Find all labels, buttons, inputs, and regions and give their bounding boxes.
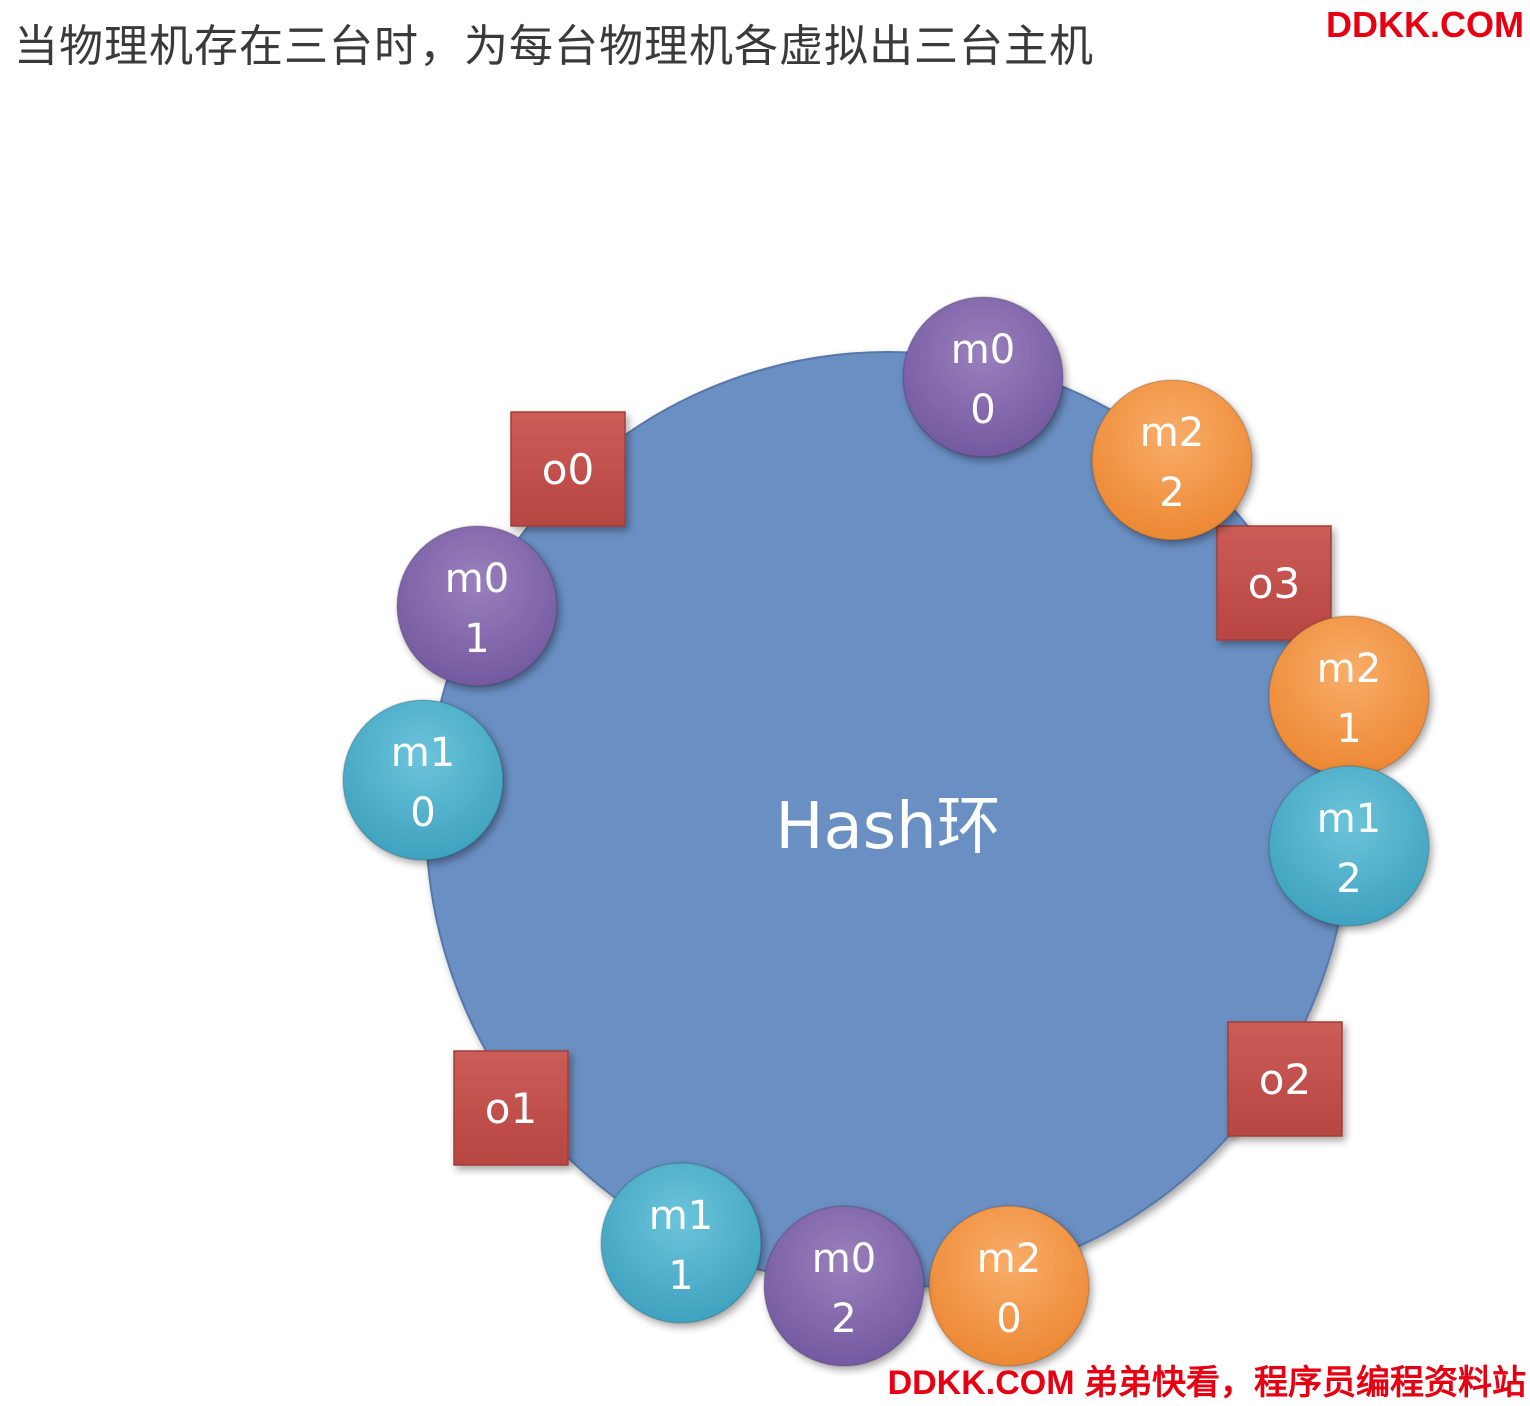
watermark-top: DDKK.COM — [1326, 4, 1524, 45]
virtual-node-machine-label: m2 — [977, 1236, 1041, 1282]
virtual-node-machine-label: m1 — [1317, 796, 1381, 842]
virtual-node-index-label: 0 — [970, 387, 995, 433]
virtual-node-circle — [396, 525, 558, 687]
objects-layer: o0 o3 o2 o1 — [453, 411, 1343, 1166]
hash-ring-label: Hash环 — [775, 790, 1000, 864]
page-title: 当物理机存在三台时，为每台物理机各虚拟出三台主机 — [14, 21, 1094, 72]
virtual-node-circle — [1268, 765, 1430, 927]
virtual-node-m20: m20 — [928, 1205, 1090, 1367]
virtual-node-m11: m11 — [600, 1162, 762, 1324]
virtual-node-circle — [1268, 615, 1430, 777]
object-label: o0 — [542, 445, 594, 494]
virtual-node-m00: m00 — [902, 296, 1064, 458]
virtual-node-circle — [763, 1205, 925, 1367]
object-box — [1227, 1021, 1343, 1137]
object-box — [1216, 525, 1332, 641]
virtual-node-index-label: 1 — [668, 1253, 693, 1299]
object-box — [453, 1050, 569, 1166]
virtual-node-m12: m12 — [1268, 765, 1430, 927]
virtual-node-circle — [1091, 379, 1253, 541]
object-label: o1 — [485, 1084, 537, 1133]
virtual-node-m01: m01 — [396, 525, 558, 687]
object-label: o3 — [1248, 559, 1300, 608]
object-box — [510, 411, 626, 527]
virtual-node-m02: m02 — [763, 1205, 925, 1367]
virtual-node-index-label: 0 — [410, 790, 435, 836]
virtual-node-index-label: 0 — [996, 1296, 1021, 1342]
object-o0: o0 — [510, 411, 626, 527]
virtual-node-circle — [600, 1162, 762, 1324]
object-o3: o3 — [1216, 525, 1332, 641]
virtual-node-machine-label: m2 — [1317, 646, 1381, 692]
object-o1: o1 — [453, 1050, 569, 1166]
virtual-node-circle — [902, 296, 1064, 458]
virtual-node-circle — [928, 1205, 1090, 1367]
virtual-node-machine-label: m0 — [445, 556, 509, 602]
watermark-bottom: DDKK.COM 弟弟快看，程序员编程资料站 — [887, 1364, 1526, 1402]
virtual-node-machine-label: m1 — [649, 1193, 713, 1239]
virtual-node-index-label: 1 — [464, 616, 489, 662]
virtual-node-m22: m22 — [1091, 379, 1253, 541]
object-o2: o2 — [1227, 1021, 1343, 1137]
virtual-node-machine-label: m1 — [391, 730, 455, 776]
virtual-node-index-label: 2 — [831, 1296, 856, 1342]
virtual-node-index-label: 1 — [1336, 706, 1361, 752]
virtual-node-machine-label: m0 — [812, 1236, 876, 1282]
virtual-node-machine-label: m0 — [951, 327, 1015, 373]
virtual-node-circle — [342, 699, 504, 861]
virtual-node-index-label: 2 — [1336, 856, 1361, 902]
virtual-node-m10: m10 — [342, 699, 504, 861]
virtual-node-m21: m21 — [1268, 615, 1430, 777]
object-label: o2 — [1259, 1055, 1311, 1104]
virtual-node-machine-label: m2 — [1140, 410, 1204, 456]
virtual-node-index-label: 2 — [1159, 470, 1184, 516]
